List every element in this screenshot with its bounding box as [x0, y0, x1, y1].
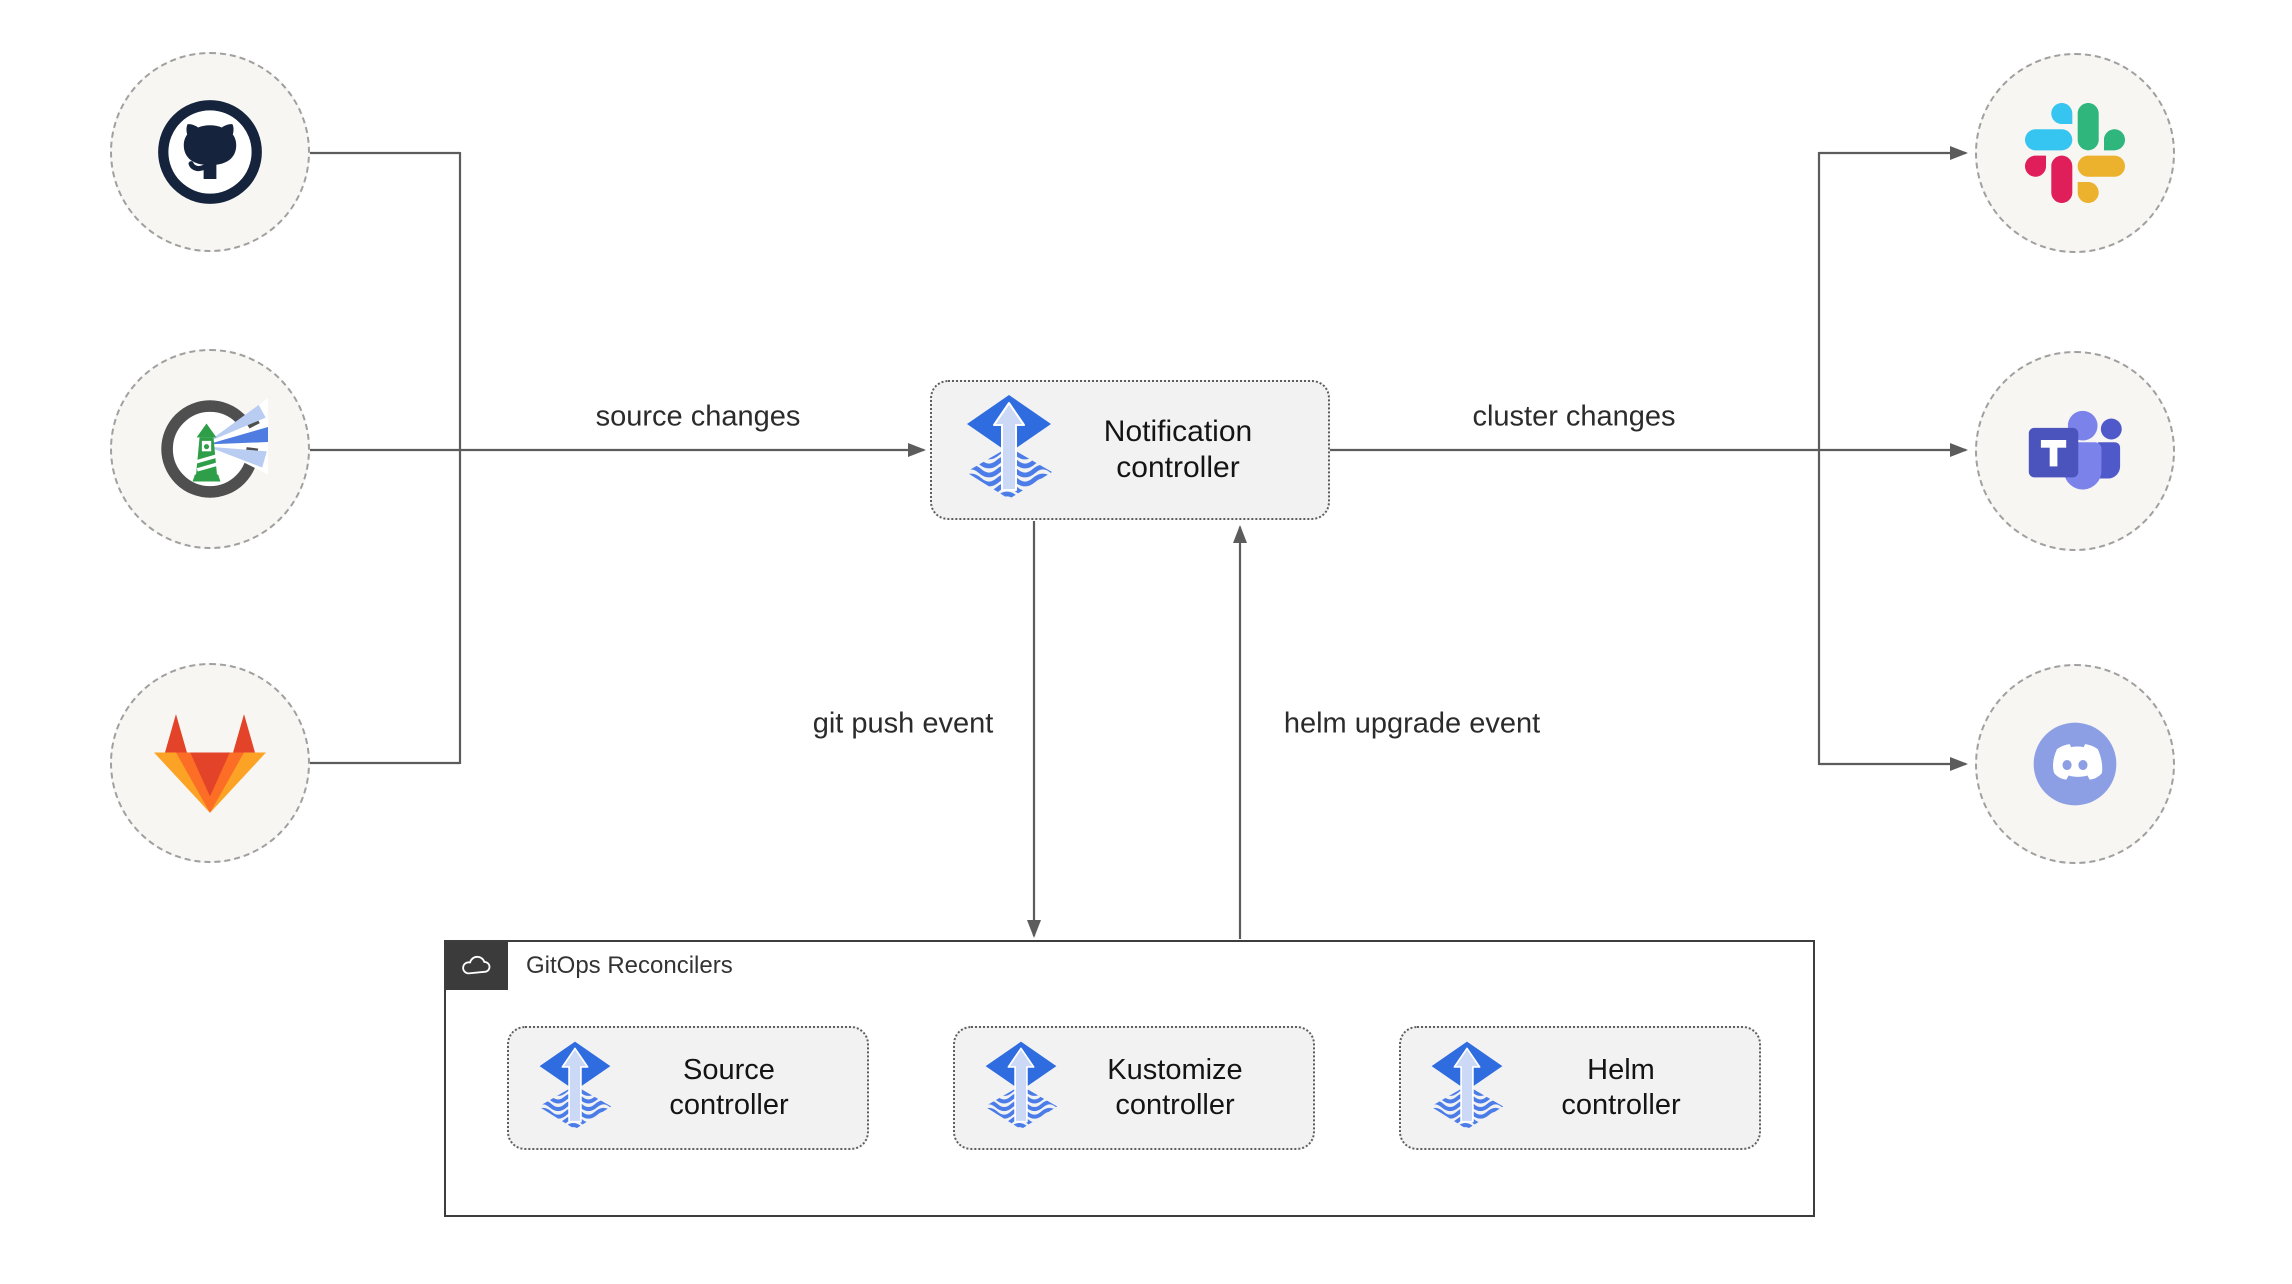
github-icon: [153, 95, 267, 209]
source-node-github: [110, 52, 310, 252]
source-node-gitlab: [110, 663, 310, 863]
label-line-2: controller: [1561, 1089, 1681, 1121]
discord-icon: [2022, 711, 2128, 817]
gitops-reconcilers-title: GitOps Reconcilers: [526, 952, 733, 979]
edge-label-helm-upgrade-event: helm upgrade event: [1283, 707, 1541, 740]
flux-icon: [964, 393, 1054, 507]
target-node-slack: [1975, 53, 2175, 253]
harbor-icon: [152, 391, 268, 507]
label-line-1: Kustomize: [1107, 1054, 1243, 1086]
source-controller-label: Source controller: [613, 1053, 867, 1123]
label-line-1: Notification: [1103, 415, 1253, 448]
label-line-1: Source: [683, 1054, 775, 1086]
label-line-2: controller: [1115, 1089, 1235, 1121]
notification-controller-node: Notification controller: [930, 380, 1330, 520]
target-node-microsoft-teams: [1975, 351, 2175, 551]
flux-icon: [983, 1040, 1059, 1136]
microsoft-teams-icon: [2020, 396, 2130, 506]
edge-label-git-push-event: git push event: [812, 707, 994, 740]
label-line-2: controller: [669, 1089, 789, 1121]
edge-label-cluster-changes: cluster changes: [1472, 400, 1676, 433]
label-line-2: controller: [1116, 451, 1240, 484]
kustomize-controller-node: Kustomize controller: [953, 1026, 1315, 1150]
slack-icon: [2025, 103, 2125, 203]
edge-label-source-changes: source changes: [595, 400, 801, 433]
label-line-1: Helm: [1587, 1054, 1655, 1086]
flux-icon: [537, 1040, 613, 1136]
flux-icon: [1429, 1040, 1505, 1136]
target-node-discord: [1975, 664, 2175, 864]
helm-controller-node: Helm controller: [1399, 1026, 1761, 1150]
notification-controller-label: Notification controller: [1054, 414, 1328, 486]
source-controller-node: Source controller: [507, 1026, 869, 1150]
kustomize-controller-label: Kustomize controller: [1059, 1053, 1313, 1123]
cloud-icon: [446, 942, 508, 990]
helm-controller-label: Helm controller: [1505, 1053, 1759, 1123]
source-node-harbor: [110, 349, 310, 549]
gitlab-icon: [154, 713, 266, 814]
